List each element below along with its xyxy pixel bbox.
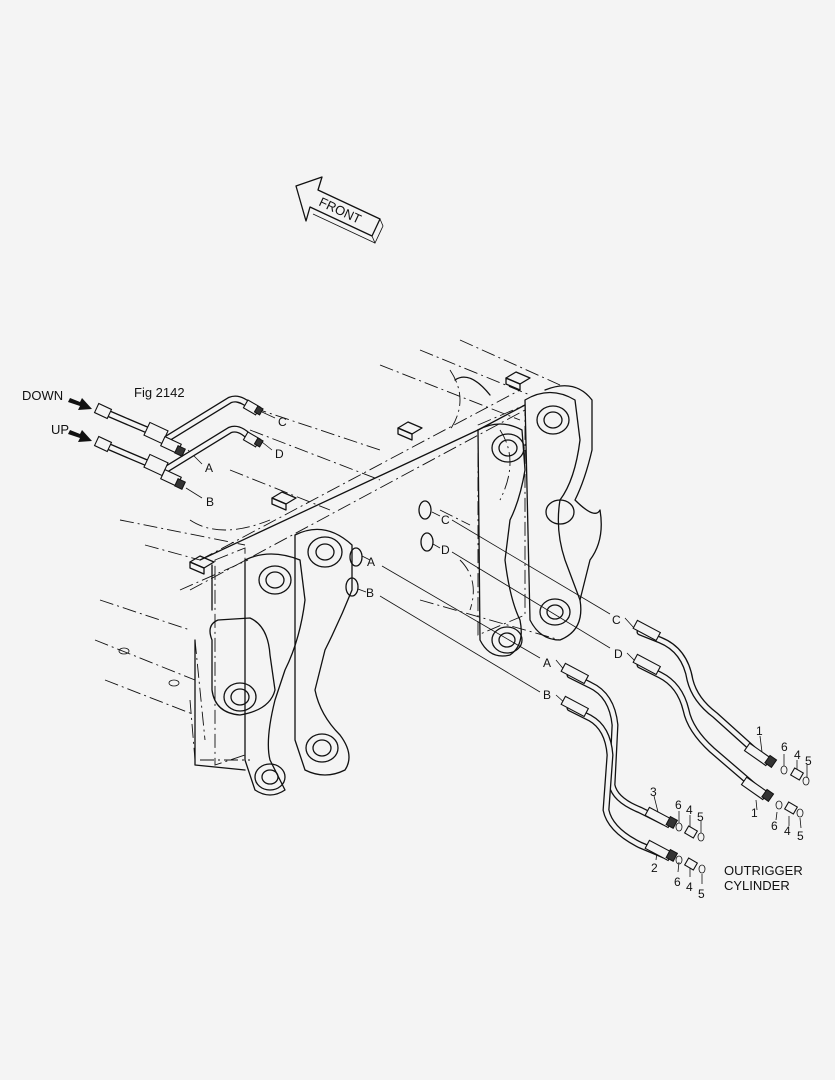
part-4-lower: 4	[784, 824, 791, 838]
valve-tubes	[68, 395, 264, 490]
letter-b-hose: B	[543, 688, 551, 702]
part-4-mid: 4	[686, 803, 693, 817]
down-label: DOWN	[22, 388, 63, 403]
part-1-lower: 1	[751, 806, 758, 820]
up-arrow-icon	[68, 430, 92, 442]
outrigger-brackets	[194, 376, 602, 796]
letter-b-valve: B	[206, 495, 214, 509]
letter-c-frame: C	[441, 513, 450, 527]
part-6-bottom: 6	[674, 875, 681, 889]
letter-d-valve: D	[275, 447, 284, 461]
part-6-lower: 6	[771, 819, 778, 833]
part-4-upper: 4	[794, 748, 801, 762]
letter-b-frame: B	[366, 586, 374, 600]
letter-a-hose: A	[543, 656, 551, 670]
part-5-bottom: 5	[698, 887, 705, 901]
part-6-upper: 6	[781, 740, 788, 754]
part-5-mid: 5	[697, 810, 704, 824]
letter-d-frame: D	[441, 543, 450, 557]
outrigger-hoses	[560, 619, 810, 874]
outrigger-label-line2: CYLINDER	[724, 878, 790, 893]
letter-c-valve: C	[278, 415, 287, 429]
part-2: 2	[651, 861, 658, 875]
outrigger-label-line1: OUTRIGGER	[724, 863, 803, 878]
fig-ref-label: Fig 2142	[134, 385, 185, 400]
chassis-frame	[94, 339, 561, 766]
letter-d-hose: D	[614, 647, 623, 661]
front-arrow: FRONT	[295, 176, 384, 244]
part-5-upper: 5	[805, 754, 812, 768]
part-1-upper: 1	[756, 724, 763, 738]
letter-a-valve: A	[205, 461, 213, 475]
leader-lines	[185, 411, 808, 884]
part-6-mid: 6	[675, 798, 682, 812]
part-5-lower: 5	[797, 829, 804, 843]
down-arrow-icon	[68, 398, 92, 410]
part-4-bottom: 4	[686, 880, 693, 894]
part-3: 3	[650, 785, 657, 799]
letter-a-frame: A	[367, 555, 375, 569]
letter-c-hose: C	[612, 613, 621, 627]
up-label: UP	[51, 422, 69, 437]
text-labels: DOWN UP Fig 2142 C D A B C D A B C D A B…	[22, 385, 812, 901]
